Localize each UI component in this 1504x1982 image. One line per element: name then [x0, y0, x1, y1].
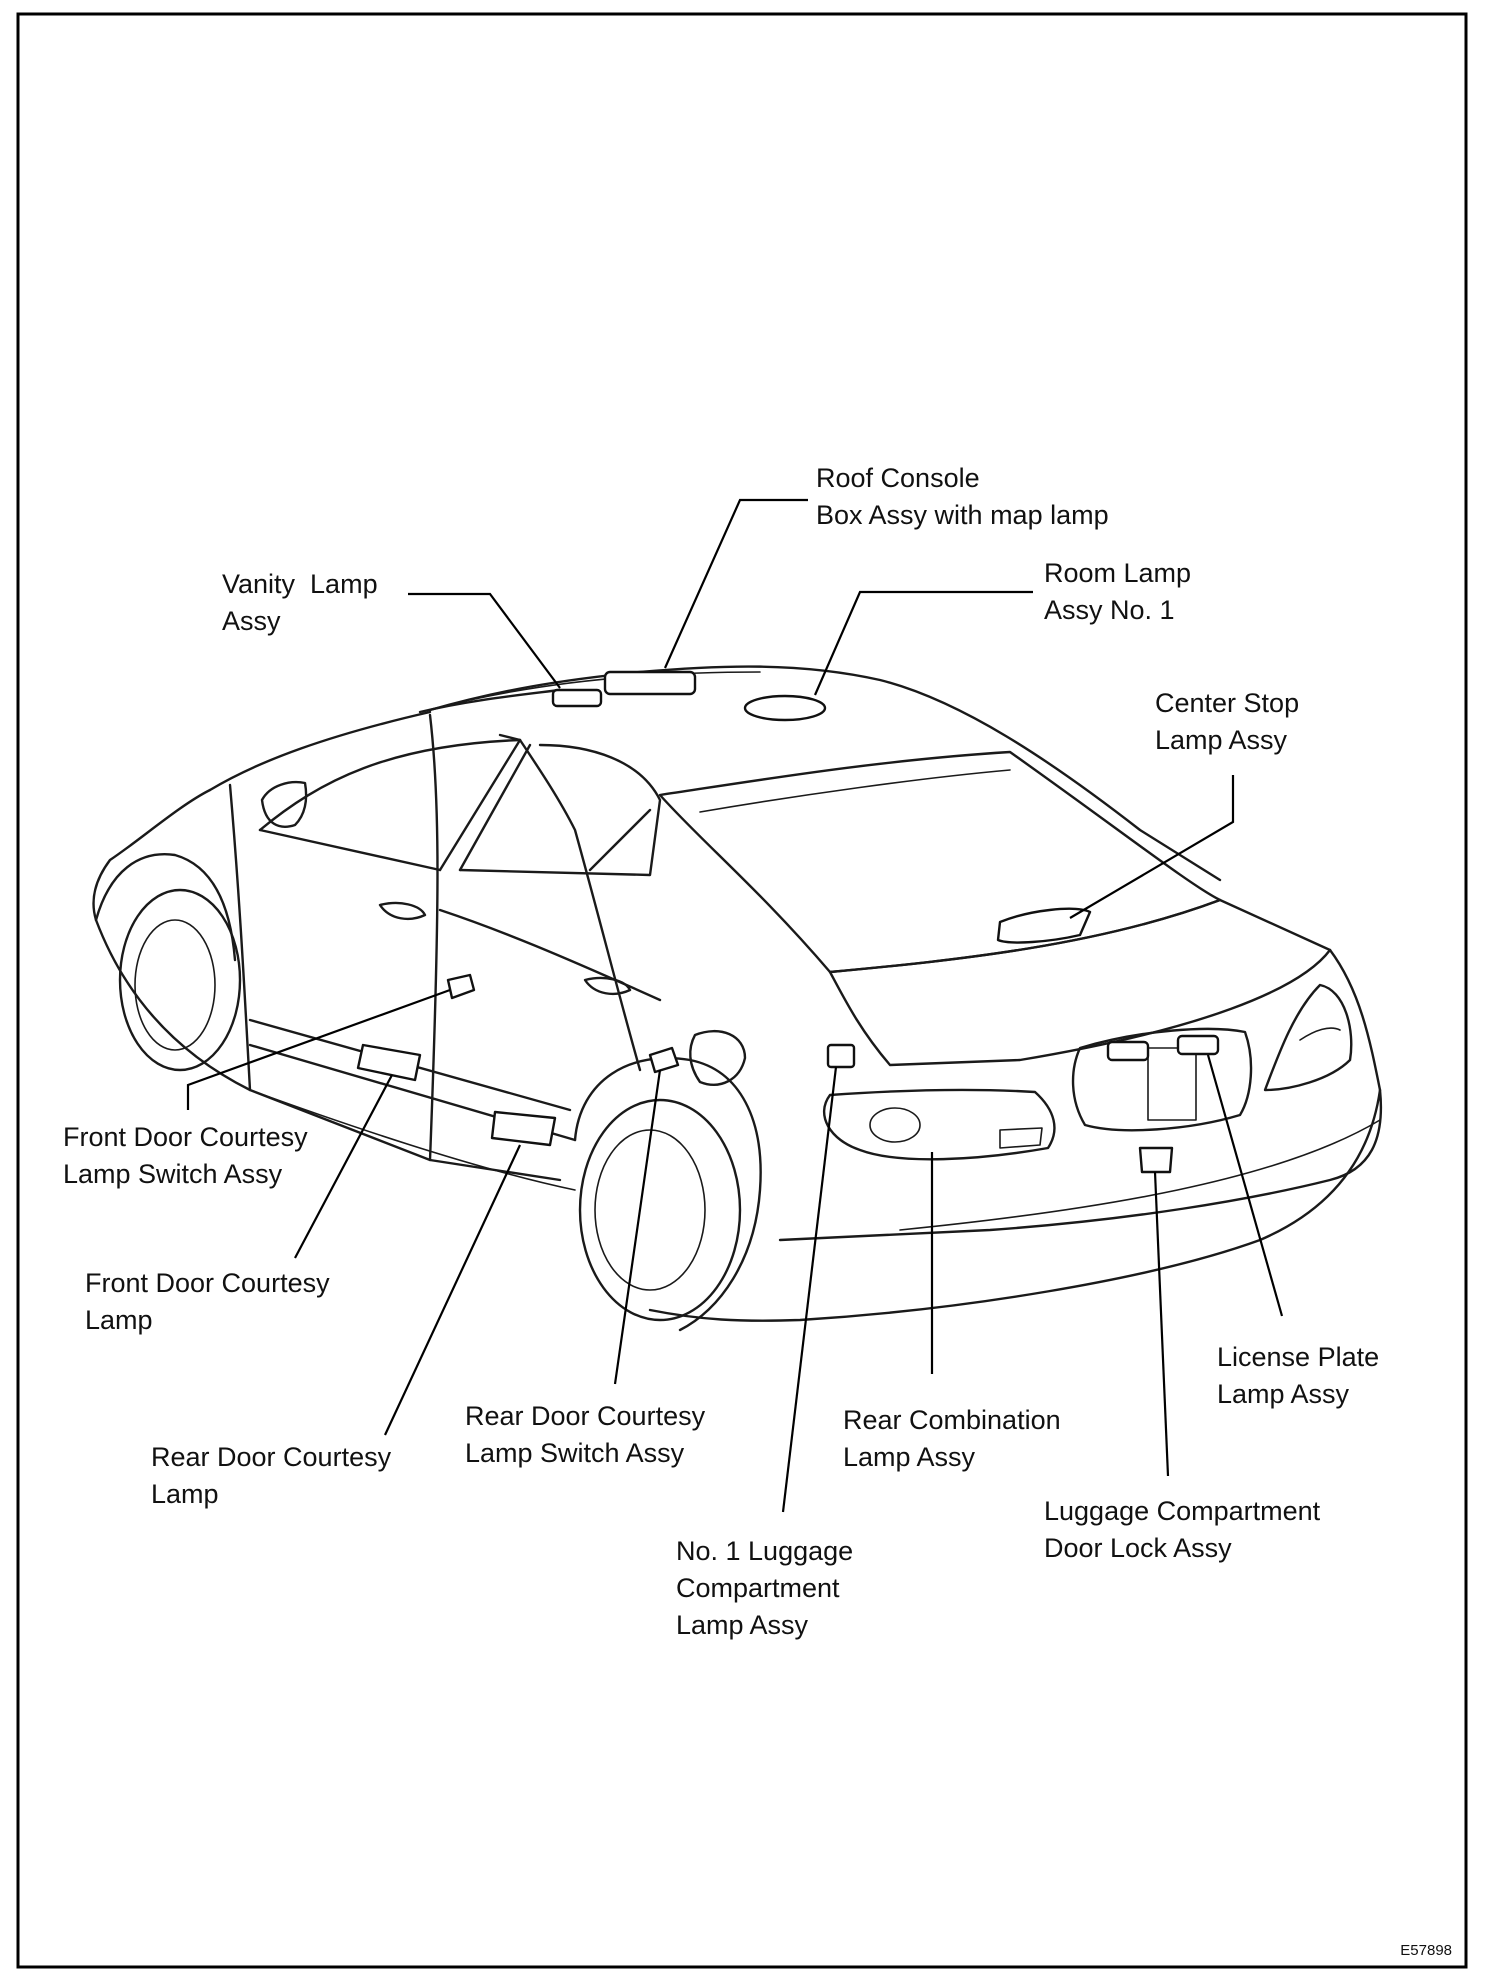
center-stop-lamp-label-line1: Center Stop — [1155, 688, 1299, 718]
front-door-courtesy-lamp-label-line2: Lamp — [85, 1305, 153, 1335]
figure-code: E57898 — [1400, 1942, 1452, 1959]
room-lamp-label-line1: Room Lamp — [1044, 558, 1191, 588]
center-stop-lamp-label-line2: Lamp Assy — [1155, 725, 1288, 755]
roof-console-label-line2: Box Assy with map lamp — [816, 500, 1109, 530]
rear-door-courtesy-lamp-label-line2: Lamp — [151, 1479, 219, 1509]
rear-combination-lamp-label-line1: Rear Combination — [843, 1405, 1061, 1435]
luggage-door-lock — [1138, 1146, 1174, 1174]
callout-no1-luggage-lamp: No. 1 Luggage Compartment Lamp Assy — [676, 1536, 853, 1640]
vanity-lamp — [551, 688, 603, 708]
no1-luggage-lamp-label-line3: Lamp Assy — [676, 1610, 809, 1640]
no1-luggage-lamp-label-line2: Compartment — [676, 1573, 840, 1603]
front-door-courtesy-switch — [446, 973, 476, 1000]
callout-front-door-courtesy-lamp: Front Door Courtesy Lamp — [85, 1268, 330, 1335]
rear-door-courtesy-switch-label-line1: Rear Door Courtesy — [465, 1401, 706, 1431]
callout-center-stop-lamp: Center Stop Lamp Assy — [1155, 688, 1299, 755]
car-illustration — [92, 665, 1383, 1332]
callout-rear-combination-lamp: Rear Combination Lamp Assy — [843, 1405, 1061, 1472]
room-lamp — [743, 694, 827, 722]
rear-door-courtesy-lamp — [490, 1110, 557, 1147]
rear-door-courtesy-switch-label-line2: Lamp Switch Assy — [465, 1438, 685, 1468]
license-plate-lamp-right — [1176, 1034, 1220, 1056]
no1-luggage-lamp — [826, 1043, 856, 1069]
rear-door-courtesy-switch — [648, 1046, 680, 1074]
callout-roof-console: Roof Console Box Assy with map lamp — [816, 463, 1109, 530]
callout-vanity-lamp: Vanity Lamp Assy — [222, 569, 378, 636]
callout-room-lamp: Room Lamp Assy No. 1 — [1044, 558, 1191, 625]
callout-rear-door-courtesy-lamp: Rear Door Courtesy Lamp — [151, 1442, 392, 1509]
callout-luggage-door-lock: Luggage Compartment Door Lock Assy — [1044, 1496, 1321, 1563]
vanity-lamp-label-line2: Assy — [222, 606, 281, 636]
roof-console-box — [603, 670, 697, 696]
parts — [356, 670, 1220, 1174]
callout-front-door-courtesy-switch: Front Door Courtesy Lamp Switch Assy — [63, 1122, 308, 1189]
callout-rear-door-courtesy-switch: Rear Door Courtesy Lamp Switch Assy — [465, 1401, 706, 1468]
license-plate-lamp-left — [1106, 1040, 1150, 1062]
rear-door-courtesy-lamp-label-line1: Rear Door Courtesy — [151, 1442, 392, 1472]
room-lamp-label-line2: Assy No. 1 — [1044, 595, 1175, 625]
rear-combination-lamp-label-line2: Lamp Assy — [843, 1442, 976, 1472]
roof-console-label-line1: Roof Console — [816, 463, 980, 493]
luggage-door-lock-label-line1: Luggage Compartment — [1044, 1496, 1321, 1526]
front-door-courtesy-switch-label-line2: Lamp Switch Assy — [63, 1159, 283, 1189]
vanity-lamp-label-line1: Vanity Lamp — [222, 569, 378, 599]
front-door-courtesy-lamp — [356, 1043, 422, 1082]
figure-frame — [16, 12, 1468, 1969]
front-door-courtesy-switch-label-line1: Front Door Courtesy — [63, 1122, 308, 1152]
no1-luggage-lamp-label-line1: No. 1 Luggage — [676, 1536, 853, 1566]
license-plate-lamp-label-line2: Lamp Assy — [1217, 1379, 1350, 1409]
center-stop-lamp — [996, 907, 1092, 944]
callout-license-plate-lamp: License Plate Lamp Assy — [1217, 1342, 1379, 1409]
license-plate-lamp-label-line1: License Plate — [1217, 1342, 1379, 1372]
front-door-courtesy-lamp-label-line1: Front Door Courtesy — [85, 1268, 330, 1298]
luggage-door-lock-label-line2: Door Lock Assy — [1044, 1533, 1232, 1563]
leader-lines — [186, 498, 1284, 1513]
